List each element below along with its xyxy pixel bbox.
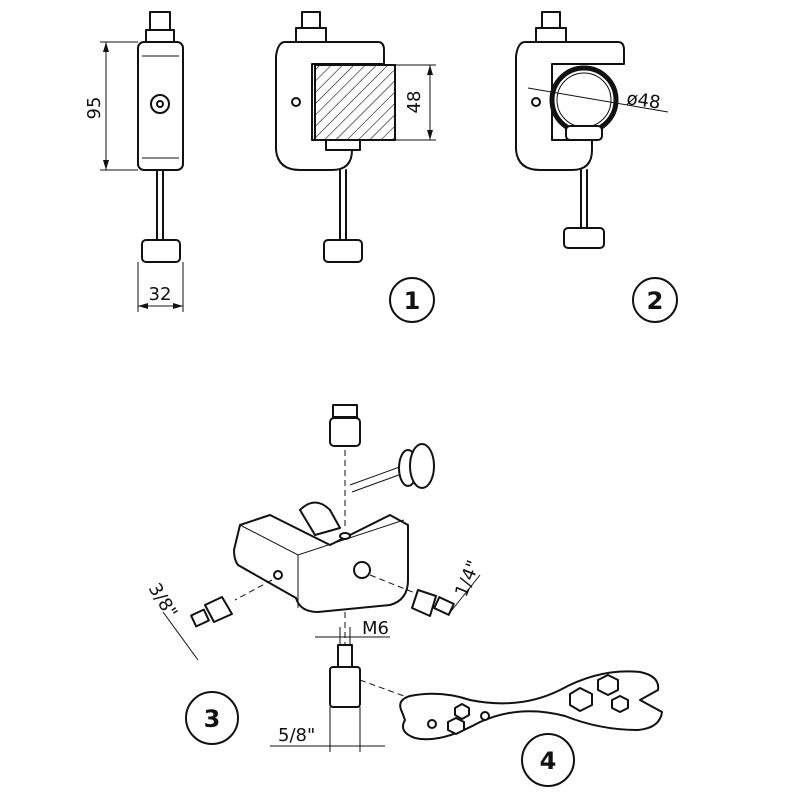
height-dimension: 95 [84,97,105,120]
thread-5-8-dimension: 5/8" [278,725,315,746]
front-view-clamp: 95 32 [84,11,184,312]
step-1-label: 1 [404,287,421,315]
thread-1-4-dimension: 1/4" [451,557,484,599]
thread-m6-dimension: M6 [362,618,389,639]
step-2-badge: 2 [632,277,678,323]
clamp-on-tube-view: ø48 [515,11,669,249]
step-3-label: 3 [204,705,221,733]
step-2-label: 2 [647,287,664,315]
clamp-on-board-view: 48 [275,11,436,263]
width-dimension: 32 [149,284,172,305]
tube-dimension: ø48 [625,88,662,114]
step-3-badge: 3 [185,691,239,745]
wrench-tool [399,670,663,741]
jaw-dimension: 48 [404,91,425,114]
thread-3-8-dimension: 3/8" [144,580,182,623]
step-1-badge: 1 [389,277,435,323]
step-4-badge: 4 [521,733,575,787]
step-4-label: 4 [540,747,557,775]
exploded-clamp-assembly: 3/8" 1/4" M6 5/8" [144,404,485,752]
